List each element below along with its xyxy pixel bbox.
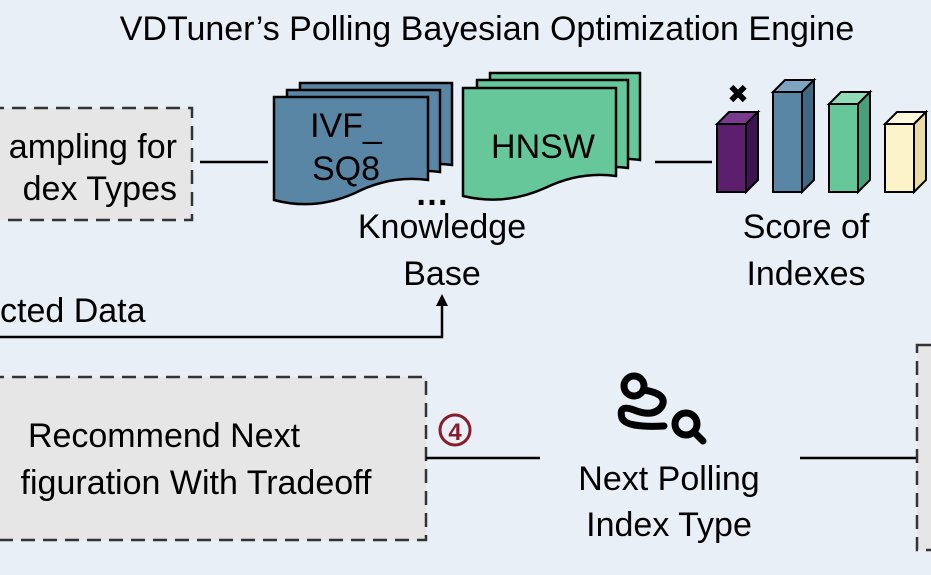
ivf-document-stack [272, 81, 454, 206]
bar-blue [770, 77, 817, 195]
recommend-box [0, 375, 428, 542]
score-label-line2: Indexes [746, 255, 865, 293]
step-badge-number: 4 [448, 419, 462, 446]
ivf-label-line1: IVF_ [310, 107, 383, 145]
route-icon [617, 372, 707, 445]
hnsw-label: HNSW [491, 128, 595, 166]
hnsw-document-stack [461, 71, 642, 201]
step-badge-circle [438, 413, 472, 447]
score-label-line1: Score of [743, 208, 870, 246]
sampling-box [0, 106, 194, 222]
sampling-line2: dex Types [23, 170, 177, 208]
collected-data-arrow [0, 302, 444, 339]
right-box [915, 343, 931, 552]
collected-data-arrowhead [436, 294, 448, 306]
next-polling-line2: Index Type [586, 506, 752, 544]
score-cross-mark: ✖ [727, 79, 749, 109]
ivf-label-line2: SQ8 [312, 150, 380, 188]
next-polling-line1: Next Polling [578, 460, 759, 498]
bar-yellow [882, 109, 929, 195]
knowledge-base-label-line2: Base [403, 255, 481, 293]
kb-ellipsis: … [415, 175, 449, 213]
knowledge-base-label-line1: Knowledge [358, 208, 526, 246]
recommend-line1: Recommend Next [28, 417, 301, 455]
recommend-line2: figuration With Tradeoff [21, 464, 372, 502]
diagram-title: VDTuner’s Polling Bayesian Optimization … [120, 10, 855, 48]
collected-data-label: cted Data [0, 292, 146, 330]
bar-green [826, 89, 873, 195]
score-bars [714, 77, 929, 195]
sampling-line1: ampling for [9, 128, 177, 166]
bar-purple [714, 109, 761, 195]
